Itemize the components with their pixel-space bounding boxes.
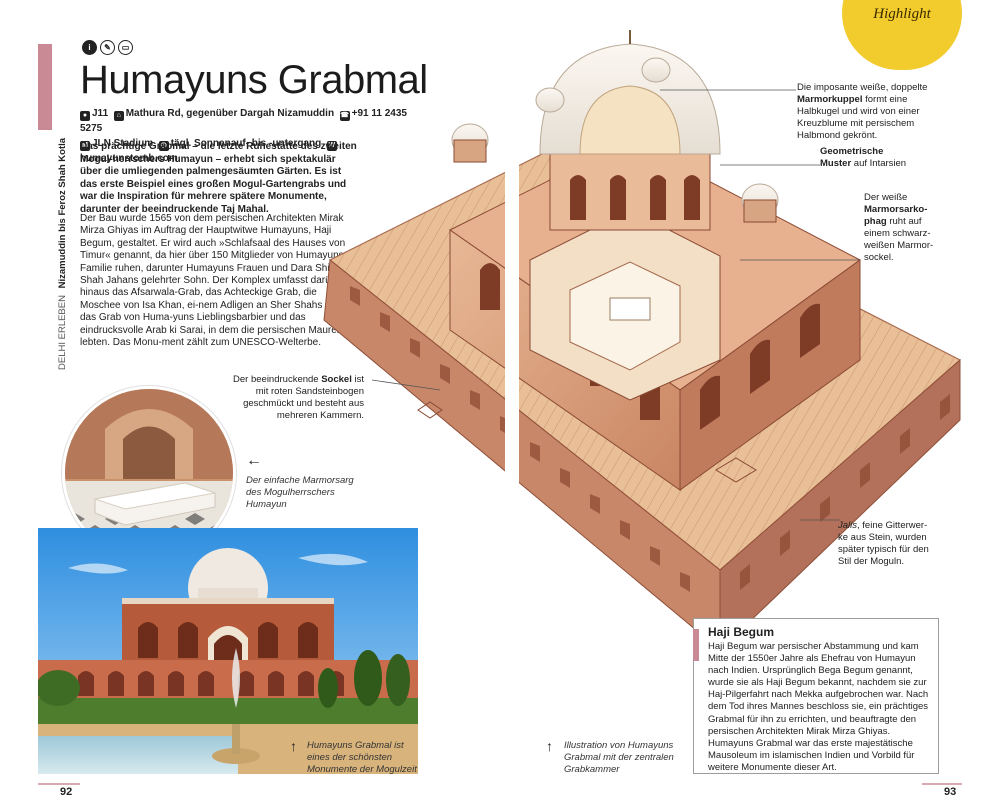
- annotation-dome: Die imposante weiße, doppelte Marmorkupp…: [797, 82, 941, 142]
- annotation-jalis-term: Jalis: [838, 520, 858, 531]
- info-box-accent: [693, 629, 699, 661]
- ticket-icon: ▭: [118, 40, 133, 55]
- annotation-plinth-term: Sockel: [321, 374, 352, 385]
- clock-icon: ◷: [158, 141, 169, 151]
- caption-illustration: Illustration von Humayuns Grabmal mit de…: [564, 740, 674, 775]
- annotation-patterns-term: Geometrische Muster: [820, 146, 884, 169]
- annotation-patterns: Geometrische Muster auf Intarsien: [820, 146, 910, 170]
- annotation-jalis-text: , feine Gitterwer-ke aus Stein, wurden s…: [838, 520, 929, 567]
- info-metro: JLN Stadium: [92, 138, 154, 149]
- annotation-plinth: Der beeindruckende Sockel ist mit roten …: [232, 374, 364, 422]
- page-gutter: [505, 0, 519, 800]
- info-block: ●J11 ⌂Mathura Rd, gegenüber Dargah Nizam…: [80, 106, 425, 166]
- metro-icon: M: [80, 141, 90, 151]
- section-name: DELHI ERLEBEN: [57, 295, 68, 370]
- annotation-dome-term: Marmorkuppel: [797, 94, 863, 105]
- page-line-right: [922, 783, 962, 785]
- phone-icon: ☎: [339, 111, 350, 121]
- camera-icon: ✎: [100, 40, 115, 55]
- section-accent-bar: [38, 44, 52, 130]
- caption-sarcophagus: Der einfache Marmorsarg des Mogulherrsch…: [246, 475, 354, 510]
- caption-photo: Humayuns Grabmal ist eines der schönsten…: [307, 740, 417, 775]
- category-icons: i ✎ ▭: [82, 40, 133, 55]
- lead-paragraph: Das prächtige Grabmal – die letzte Ruhes…: [80, 141, 357, 215]
- annotation-sarcophagus-text-c: ruht auf einem schwarz-weißen Marmor-soc…: [864, 216, 934, 263]
- tomb-photo: [38, 528, 418, 774]
- subsection-name: Nizamuddin bis Feroz Shah Kotla: [57, 137, 68, 289]
- annotation-plinth-text-a: Der beeindruckende: [233, 374, 322, 385]
- caption-illustration-arrow: ↑: [546, 738, 553, 754]
- page-number-right: 93: [944, 786, 957, 798]
- info-box-haji-begum: Haji Begum Haji Begum war persischer Abs…: [693, 618, 939, 774]
- info-web[interactable]: humayunstomb.com: [80, 153, 178, 164]
- web-icon: W: [326, 141, 337, 151]
- tomb-photo-image: [38, 528, 418, 774]
- caption-photo-arrow: ↑: [290, 738, 297, 754]
- body-paragraph: Der Bau wurde 1565 von dem persischen Ar…: [80, 213, 349, 349]
- info-box-title: Haji Begum: [708, 625, 775, 639]
- annotation-dome-text-a: Die imposante weiße, doppelte: [797, 82, 928, 93]
- info-icon: i: [82, 40, 97, 55]
- page-number-left: 92: [60, 786, 73, 798]
- annotation-jalis: Jalis, feine Gitterwer-ke aus Stein, wur…: [838, 520, 934, 568]
- info-box-text: Haji Begum war persischer Abstammung und…: [708, 641, 929, 773]
- info-hours: tägl. Sonnenauf- bis -untergang: [170, 138, 322, 149]
- annotation-sarcophagus-text-a: Der weiße: [864, 192, 908, 203]
- building-icon: ⌂: [113, 111, 124, 121]
- info-address: Mathura Rd, gegenüber Dargah Nizamuddin: [125, 108, 335, 119]
- annotation-patterns-text: auf Intarsien: [851, 158, 907, 169]
- info-line-1: ●J11 ⌂Mathura Rd, gegenüber Dargah Nizam…: [80, 106, 425, 136]
- annotation-sarcophagus-term: Marmorsarko-phag: [864, 204, 928, 227]
- pin-icon: ●: [80, 111, 90, 121]
- annotation-sarcophagus: Der weiße Marmorsarko-phag ruht auf eine…: [864, 192, 940, 264]
- annotation-dome-text-c: formt eine Halbkugel und wird von einer …: [797, 94, 920, 141]
- page-line-left: [38, 783, 80, 785]
- info-phone: +91 11 2435 5275: [80, 108, 407, 134]
- caption-sarcophagus-arrow: ←: [246, 452, 262, 469]
- info-grid: J11: [92, 108, 109, 119]
- page-title: Humayuns Grabmal: [80, 58, 428, 102]
- annotation-plinth-text-c: ist mit roten Sandsteinbogen geschmückt …: [243, 374, 364, 421]
